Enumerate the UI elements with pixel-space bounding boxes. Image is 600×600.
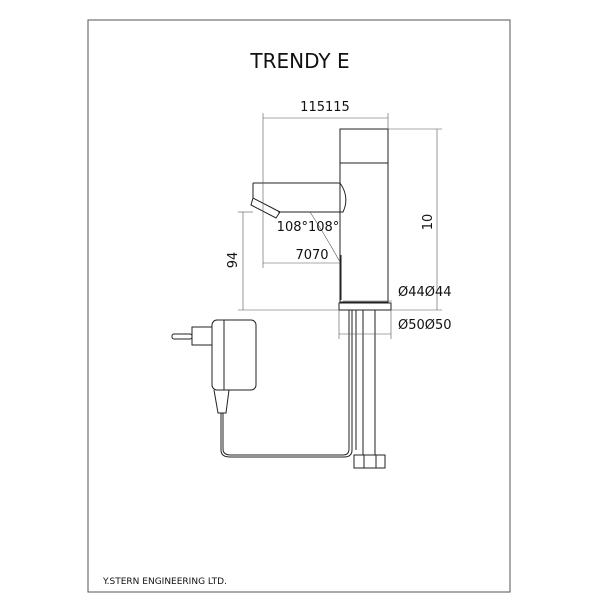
faucet-spout	[250, 182, 347, 219]
sheet-frame	[87, 19, 511, 593]
dimension-lines	[238, 113, 442, 339]
faucet-body	[339, 128, 389, 303]
dim-angle: 108°108°	[277, 220, 340, 235]
dim-base-diameter: Ø50Ø50	[398, 318, 452, 333]
base-flange	[338, 302, 392, 311]
power-adapter	[171, 310, 353, 458]
dim-body-diameter: Ø44Ø44	[398, 285, 452, 300]
footer-company: Y.STERN ENGINEERING LTD.	[102, 577, 227, 587]
dim-width-top: 115115	[300, 100, 350, 115]
dim-spout-reach: 7070	[295, 248, 328, 263]
dim-height-total: 10	[421, 214, 436, 231]
drawing-title: TRENDY E	[249, 49, 349, 73]
dim-spout-height: 94	[226, 252, 241, 269]
